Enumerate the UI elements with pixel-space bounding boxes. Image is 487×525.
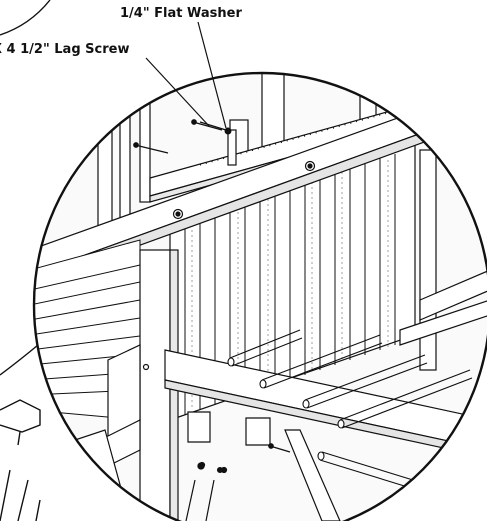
bolt-head-icon [197,462,205,470]
washer-icon [224,127,232,135]
mounting-brackets [187,129,271,474]
washer-callout-label: 1/4" Flat Washer [120,6,242,21]
outer-bracket [0,399,41,433]
outer-frame-curve [0,0,51,36]
slat-wall [169,144,416,421]
washer-leader [197,21,227,129]
magnifier-circle [32,71,487,525]
lag-screw-callout-label: X 4 1/2" Lag Screw [0,42,130,57]
right-rails [399,269,487,346]
leader-lines [145,21,227,522]
outer-frame-edge [0,344,39,376]
lag-screw-leader [145,57,210,127]
callout-hardware [197,121,232,474]
lag-screws [133,119,291,453]
nut-icon [216,466,224,474]
bottom-leader-right [205,479,215,522]
bottom-leader-left [185,479,196,522]
context-drawing [0,0,51,522]
outer-legs [0,469,41,522]
